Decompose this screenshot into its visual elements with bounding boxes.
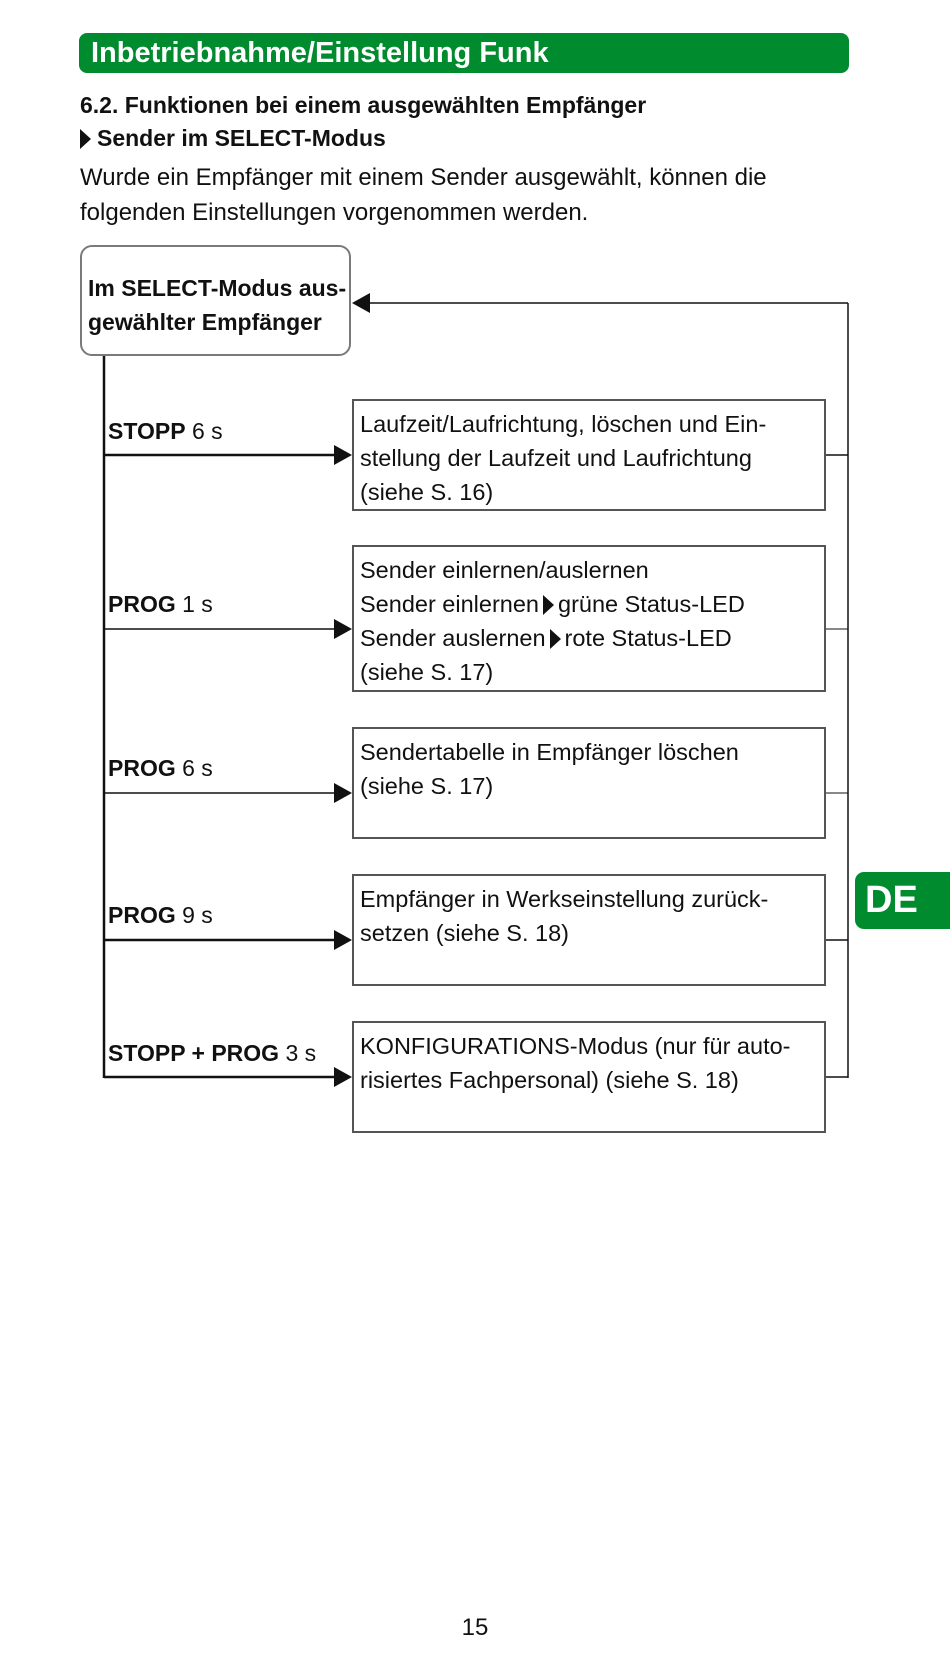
function-text: (siehe S. 16) [360, 479, 494, 505]
start-node-line: gewählter Empfänger [88, 309, 322, 335]
section-title: 6.2. Funktionen bei einem ausgewählten E… [80, 92, 647, 118]
button-key: PROG [108, 755, 176, 781]
triangle-bullet-icon [80, 129, 91, 149]
hold-duration: 9 s [182, 902, 213, 928]
triangle-arrow-icon [549, 629, 561, 649]
branch-label: STOPP + PROG 3 s [108, 1040, 316, 1067]
function-text: (siehe S. 17) [360, 773, 494, 799]
start-node: Im SELECT-Modus aus- gewählter Empfänger [80, 245, 351, 356]
branch-arrowhead-1 [334, 445, 352, 465]
function-text: Sender einlernen grüne Status-LED [360, 587, 818, 621]
function-box: Empfänger in Werkseinstellung zurück- se… [352, 874, 826, 986]
intro-paragraph: Wurde ein Empfänger mit einem Sender aus… [80, 160, 840, 230]
function-box: Sendertabelle in Empfänger löschen (sieh… [352, 727, 826, 839]
flow-diagram: Im SELECT-Modus aus- gewählter Empfänger… [80, 245, 849, 1133]
branch-label: STOPP 6 s [108, 418, 223, 445]
function-text: Sendertabelle in Empfänger löschen [360, 739, 739, 765]
language-tab: DE [855, 872, 950, 929]
hold-duration: 6 s [182, 755, 213, 781]
hold-duration: 3 s [285, 1040, 317, 1066]
function-sub-label: Sender einlernen [360, 591, 539, 617]
subsection-label: Sender im SELECT-Modus [97, 125, 386, 151]
button-key: STOPP + PROG [108, 1040, 280, 1066]
diagram-connectors [102, 293, 849, 1087]
branch-arrowhead-2 [334, 619, 352, 639]
function-text: Sender auslernen rote Status-LED [360, 621, 818, 655]
button-key: PROG [108, 591, 176, 617]
function-sub-label: Sender auslernen [360, 625, 546, 651]
function-text: stellung der Laufzeit und Laufrichtung [360, 445, 752, 471]
start-node-line: Im SELECT-Modus aus- [88, 275, 347, 301]
button-key: STOPP [108, 418, 186, 444]
function-text: (siehe S. 17) [360, 659, 494, 685]
page-number: 15 [461, 1614, 489, 1641]
branch-label: PROG 1 s [108, 591, 213, 618]
button-key: PROG [108, 902, 176, 928]
function-text: Sender einlernen/auslernen [360, 557, 649, 583]
function-box: Laufzeit/Laufrichtung, löschen und Ein- … [352, 399, 826, 511]
intro-line: Wurde ein Empfänger mit einem Sender aus… [80, 164, 767, 191]
function-text: risiertes Fachpersonal) (siehe S. 18) [360, 1067, 739, 1093]
branch-arrowhead-3 [334, 783, 352, 803]
intro-line: folgenden Einstellungen vorgenommen werd… [80, 199, 589, 226]
function-box: KONFIGURATIONS-Modus (nur für auto- risi… [352, 1021, 826, 1133]
subsection-title: Sender im SELECT-Modus [80, 125, 386, 152]
function-sub-value: rote Status-LED [564, 625, 732, 651]
function-text: Empfänger in Werkseinstellung zurück- [360, 886, 769, 912]
branch-arrowhead-5 [334, 1067, 352, 1087]
branch-label: PROG 6 s [108, 755, 213, 782]
hold-duration: 1 s [182, 591, 213, 617]
chapter-header: Inbetriebnahme/Einstellung Funk [79, 33, 849, 73]
triangle-arrow-icon [543, 595, 554, 615]
function-text: KONFIGURATIONS-Modus (nur für auto- [360, 1033, 791, 1059]
return-arrowhead [352, 293, 370, 313]
function-box: Sender einlernen/auslernen Sender einler… [352, 545, 826, 692]
hold-duration: 6 s [191, 418, 223, 444]
function-sub-value: grüne Status-LED [558, 591, 745, 617]
branch-arrowhead-4 [334, 930, 352, 950]
branch-label: PROG 9 s [108, 902, 213, 929]
function-text: setzen (siehe S. 18) [360, 920, 569, 946]
function-text: Laufzeit/Laufrichtung, löschen und Ein- [360, 411, 767, 437]
